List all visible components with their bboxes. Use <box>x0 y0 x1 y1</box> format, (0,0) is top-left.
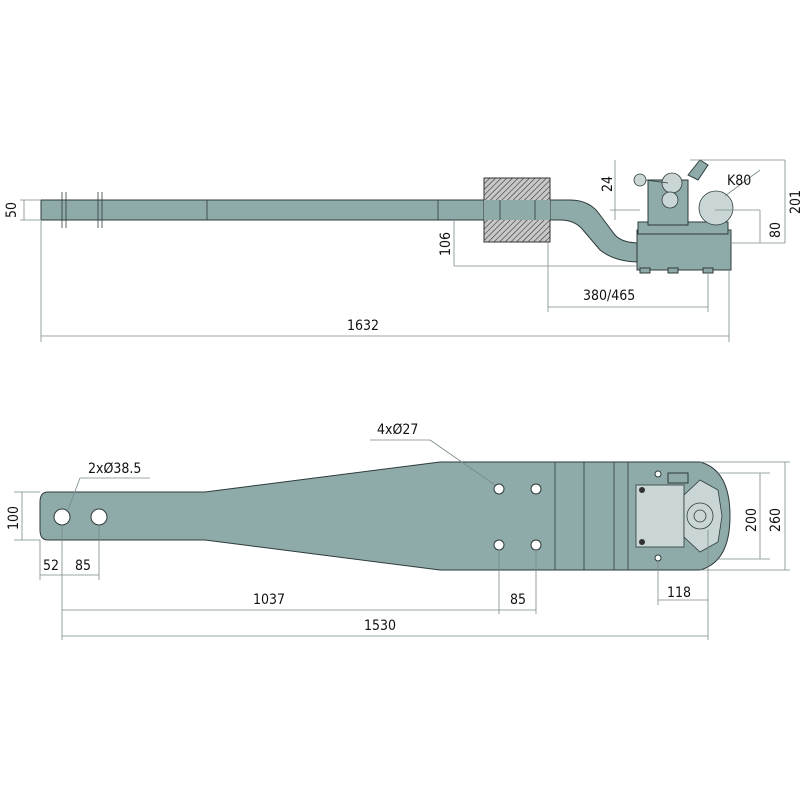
dim-bolt-spacing: 85 <box>510 592 526 608</box>
coupling-top <box>635 470 723 562</box>
front-hole <box>53 508 71 526</box>
dim-first-hole: 52 <box>43 558 59 574</box>
dim-total-height: 201 <box>788 190 800 214</box>
dim-adjust: 380/465 <box>583 288 635 304</box>
dim-plate-width: 260 <box>768 508 784 532</box>
label-front-holes: 2xØ38.5 <box>88 461 141 477</box>
dim-drop: 106 <box>438 232 454 256</box>
dim-total-length: 1632 <box>347 318 379 334</box>
bolt-hole <box>530 483 542 495</box>
dim-height-bar: 50 <box>4 202 20 218</box>
top-view: 100 2xØ38.5 52 85 4xØ27 1037 85 1530 200… <box>6 422 790 640</box>
side-view: 50 106 24 K80 80 201 380/465 1632 <box>4 159 800 342</box>
bolt-hole <box>493 483 505 495</box>
bolt-hole <box>493 539 505 551</box>
ball-k80 <box>698 190 734 226</box>
dim-plate-hole-spacing: 200 <box>744 508 760 532</box>
dim-hole-spacing: 85 <box>75 558 91 574</box>
dim-ball-height: 80 <box>768 222 784 238</box>
dim-width-front: 100 <box>6 506 22 530</box>
dim-length: 1530 <box>364 618 396 634</box>
label-coupling: K80 <box>727 173 751 189</box>
bolt-hole <box>530 539 542 551</box>
dim-top-offset: 24 <box>600 176 616 192</box>
front-hole <box>90 508 108 526</box>
label-bolt-holes: 4xØ27 <box>377 422 418 438</box>
dim-to-bolts: 1037 <box>253 592 285 608</box>
coupling-assembly <box>633 159 734 274</box>
dim-plate-offset: 118 <box>667 585 691 601</box>
